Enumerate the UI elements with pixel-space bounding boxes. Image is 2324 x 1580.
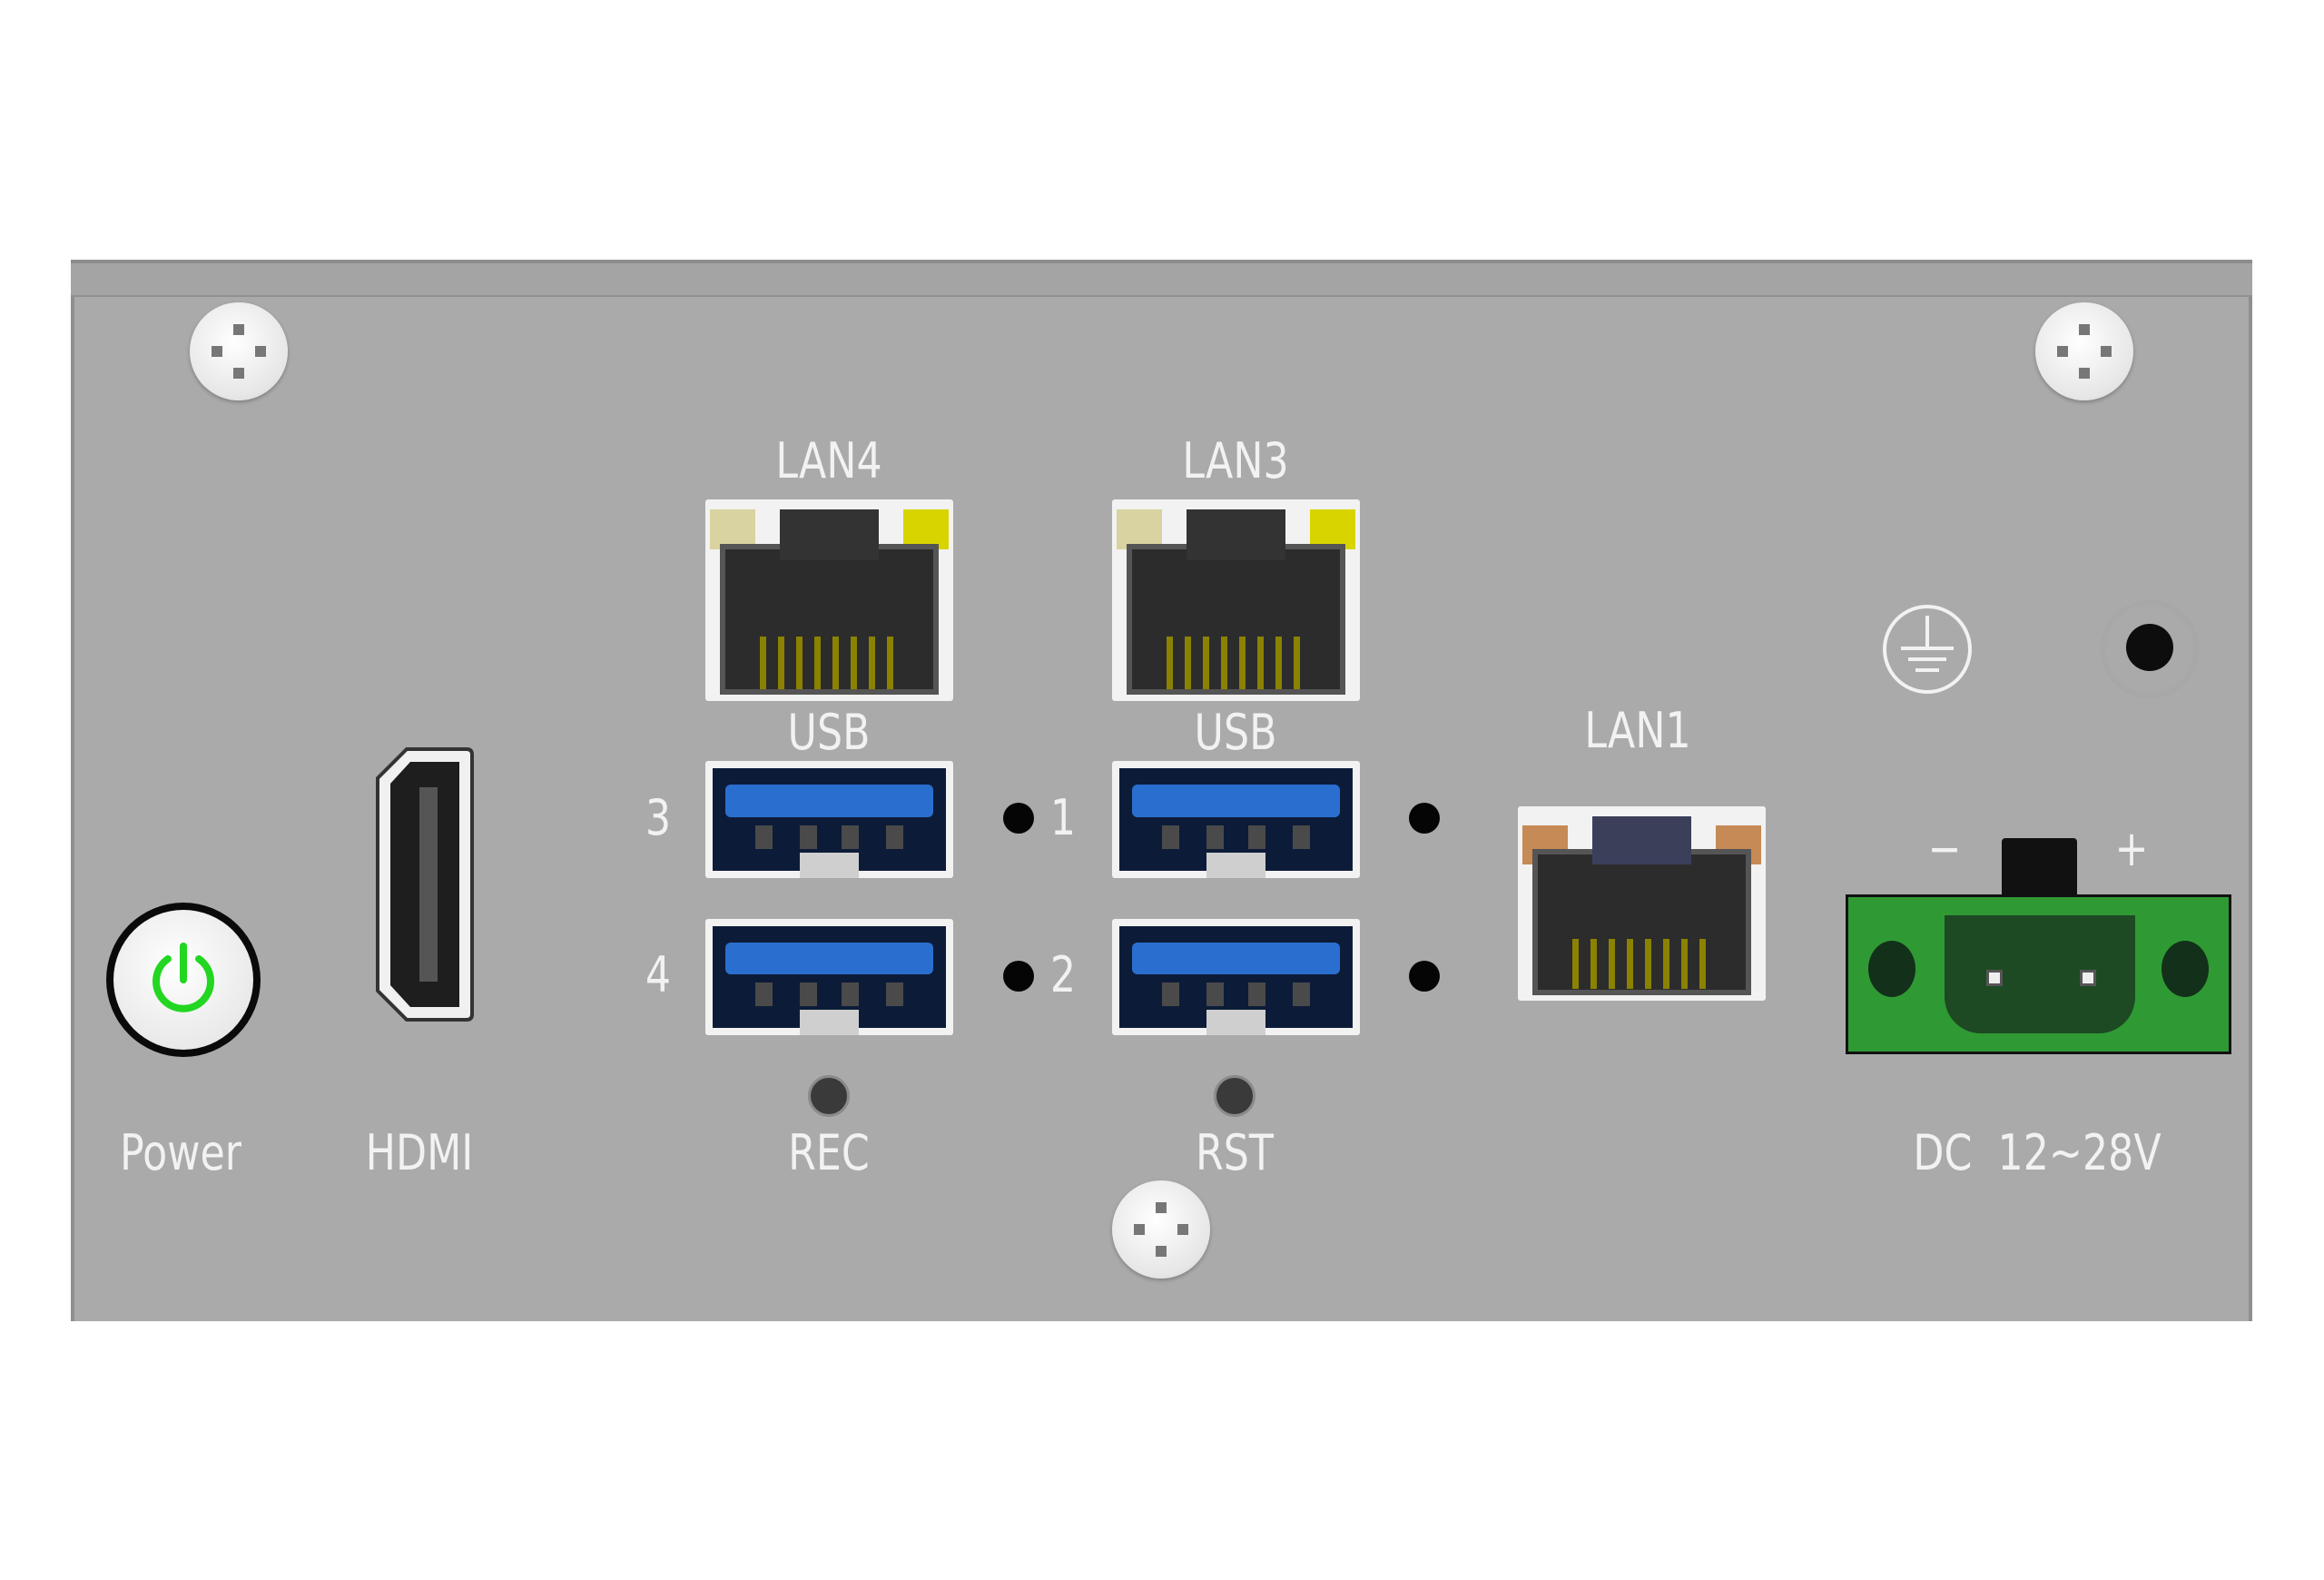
usb-port-1[interactable] [1112, 761, 1360, 878]
power-label: Power [120, 1124, 241, 1181]
ground-icon [1883, 605, 1972, 694]
usb-right-label: USB [1194, 704, 1277, 761]
panel-top-rim [71, 260, 2252, 297]
link-led [1117, 509, 1162, 550]
hdmi-port[interactable] [370, 746, 476, 1023]
usb-indicator-dot [1409, 803, 1440, 834]
hdmi-label: HDMI [365, 1124, 474, 1181]
usb-left-label: USB [787, 704, 871, 761]
usb-number-2: 2 [1049, 946, 1077, 1003]
usb-indicator-dot [1003, 961, 1034, 992]
rec-button[interactable] [808, 1075, 850, 1117]
dc-power-terminal[interactable] [1846, 894, 2231, 1054]
dc-voltage-label: DC 12~28V [1913, 1124, 2162, 1181]
usb-number-1: 1 [1049, 789, 1077, 846]
lan1-port[interactable] [1518, 806, 1766, 1001]
usb-port-3[interactable] [705, 761, 953, 878]
rst-button[interactable] [1214, 1075, 1256, 1117]
activity-led [1310, 509, 1355, 550]
usb-number-3: 3 [645, 789, 672, 846]
screw-icon [2035, 302, 2133, 400]
usb-number-4: 4 [645, 946, 672, 1003]
lan3-label: LAN3 [1182, 432, 1289, 489]
power-button[interactable] [106, 903, 261, 1057]
usb-indicator-dot [1409, 961, 1440, 992]
lan1-label: LAN1 [1584, 702, 1691, 759]
link-led [710, 509, 755, 550]
usb-port-2[interactable] [1112, 919, 1360, 1035]
activity-led [903, 509, 949, 550]
ground-screw-hole [2101, 600, 2199, 698]
screw-icon [1112, 1180, 1210, 1279]
lan3-port[interactable] [1112, 499, 1360, 701]
power-icon [153, 943, 214, 1012]
rst-label: RST [1196, 1124, 1274, 1181]
usb-indicator-dot [1003, 803, 1034, 834]
screw-icon [190, 302, 288, 400]
terminal-latch [2002, 838, 2077, 896]
lan4-label: LAN4 [775, 432, 882, 489]
usb-port-4[interactable] [705, 919, 953, 1035]
plus-label: + [2114, 820, 2149, 877]
rec-label: REC [788, 1124, 870, 1181]
minus-label: − [1927, 820, 1962, 877]
lan4-port[interactable] [705, 499, 953, 701]
